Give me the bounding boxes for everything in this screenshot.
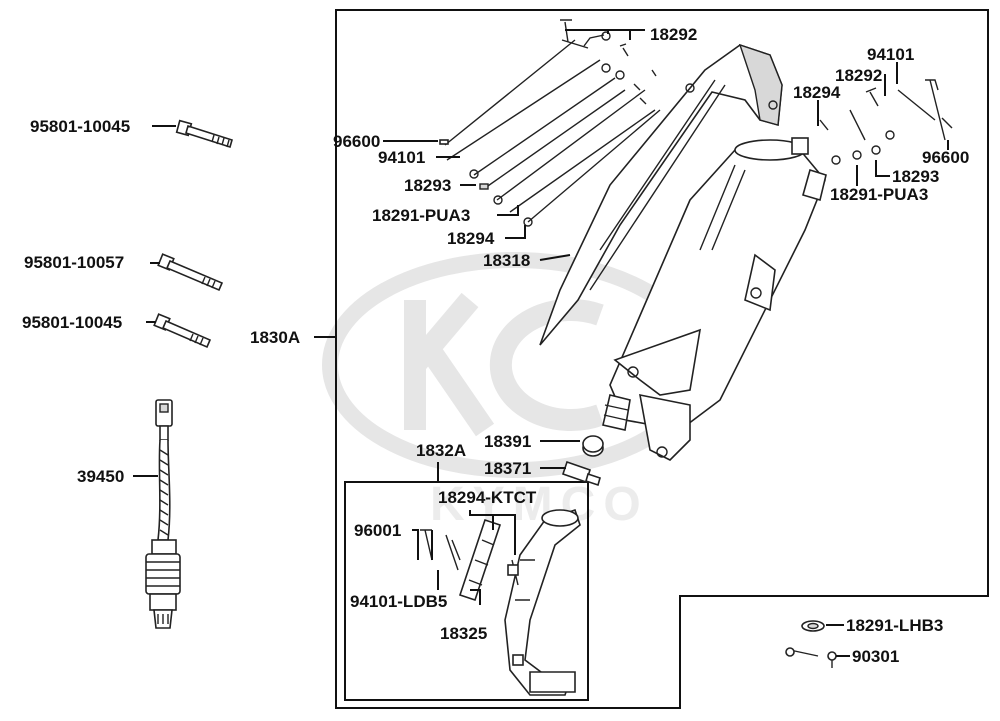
label-18318: 18318 bbox=[483, 251, 530, 270]
clamp-18371 bbox=[561, 460, 601, 487]
heat-shield-18318 bbox=[539, 43, 783, 346]
label-94101-LDB5: 94101-LDB5 bbox=[350, 592, 447, 611]
leader-lines bbox=[133, 29, 949, 657]
bolt-95801-10045-a bbox=[175, 119, 233, 149]
part-labels: 95801-10045 95801-10057 95801-10045 3945… bbox=[22, 25, 969, 666]
label-18294-right: 18294 bbox=[793, 83, 841, 102]
label-18391: 18391 bbox=[484, 432, 531, 451]
label-18294-KTCT: 18294-KTCT bbox=[438, 488, 537, 507]
screws-90301 bbox=[785, 647, 837, 668]
label-18292-right: 18292 bbox=[835, 66, 882, 85]
watermark-brand: KYMCO bbox=[430, 478, 649, 531]
label-95801-10045-a: 95801-10045 bbox=[30, 117, 130, 136]
washer-18291-LHB3 bbox=[801, 620, 825, 632]
label-18293-left: 18293 bbox=[404, 176, 451, 195]
subassembly-frame-1832A bbox=[344, 481, 589, 701]
label-96600-right: 96600 bbox=[922, 148, 969, 167]
hardware-top-right bbox=[819, 79, 953, 165]
label-94101-left: 94101 bbox=[378, 148, 425, 167]
label-90301: 90301 bbox=[852, 647, 899, 666]
exhaust-pipe-18325-assembly bbox=[420, 508, 581, 696]
label-18291-PUA3-left: 18291-PUA3 bbox=[372, 206, 470, 225]
label-95801-10057: 95801-10057 bbox=[24, 253, 124, 272]
hardware-top-left bbox=[439, 19, 661, 227]
label-18371: 18371 bbox=[484, 459, 531, 478]
label-18291-LHB3: 18291-LHB3 bbox=[846, 616, 943, 635]
label-96600-left: 96600 bbox=[333, 132, 380, 151]
label-96001: 96001 bbox=[354, 521, 401, 540]
bolt-95801-10057 bbox=[157, 253, 224, 292]
label-18325: 18325 bbox=[440, 624, 487, 643]
label-18292-left: 18292 bbox=[650, 25, 697, 44]
oxygen-sensor-39450 bbox=[145, 399, 181, 629]
muffler-body bbox=[602, 137, 827, 461]
label-1832A: 1832A bbox=[416, 441, 466, 460]
bolt-95801-10045-b bbox=[153, 313, 212, 349]
assembly-frame-1830A bbox=[335, 9, 989, 709]
label-39450: 39450 bbox=[77, 467, 124, 486]
label-18294-left: 18294 bbox=[447, 229, 495, 248]
label-18291-PUA3-right: 18291-PUA3 bbox=[830, 185, 928, 204]
label-18293-right: 18293 bbox=[892, 167, 939, 186]
label-1830A: 1830A bbox=[250, 328, 300, 347]
label-94101-right: 94101 bbox=[867, 45, 914, 64]
gasket-18391 bbox=[582, 435, 604, 457]
label-95801-10045-b: 95801-10045 bbox=[22, 313, 122, 332]
